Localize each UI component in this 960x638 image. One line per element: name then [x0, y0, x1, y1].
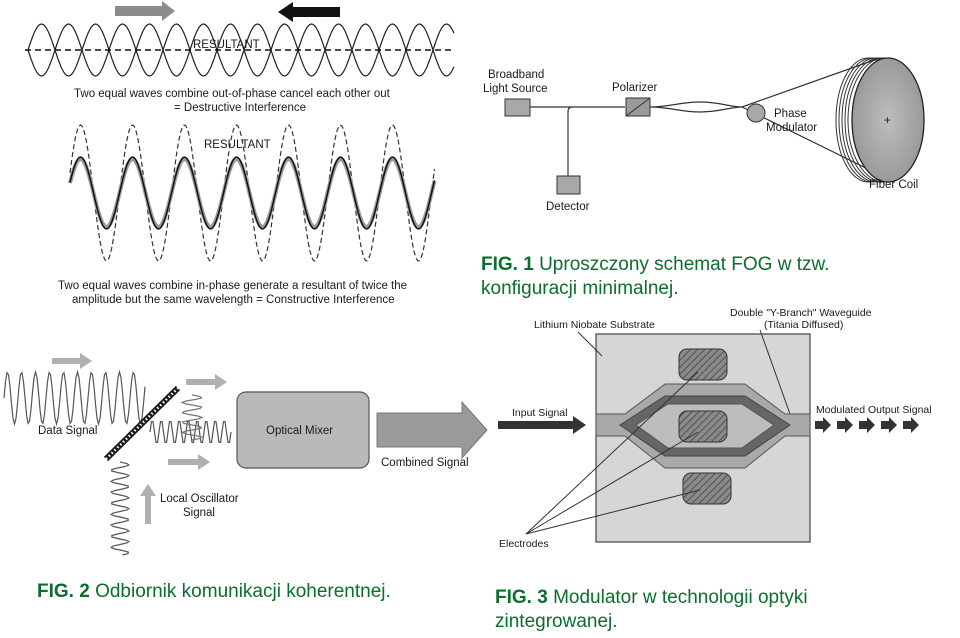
substrate-label: Lithium Niobate Substrate	[534, 319, 655, 331]
input-signal-label: Input Signal	[512, 407, 567, 419]
constructive-caption-line-2: amplitude but the same wavelength = Cons…	[72, 294, 395, 306]
fig2-caption: FIG. 2 Odbiornik komunikacji koherentnej…	[37, 581, 391, 602]
fog-panel: Broadband Light Source Detector Polarize…	[481, 57, 925, 299]
phase-modulator-circle	[746, 103, 766, 123]
data-signal-arrow-icon	[52, 353, 92, 369]
constructive-wave-dashed	[69, 124, 436, 262]
combined-signal-label: Combined Signal	[381, 457, 469, 469]
electrode-center	[678, 410, 728, 443]
phase-modulator-label-2: Modulator	[766, 122, 817, 134]
electrode-pointer-2	[525, 431, 699, 535]
waveguide-label-2: (Titania Diffused)	[764, 319, 843, 331]
arrow-left-icon	[278, 2, 340, 22]
reflected-signal-wave	[180, 394, 204, 441]
local-oscillator-arrow-icon	[140, 484, 156, 524]
detector-box	[556, 175, 581, 195]
fiber-to-detector	[567, 106, 573, 176]
data-signal-label: Data Signal	[38, 425, 97, 437]
waveguide-label-1: Double "Y-Branch" Waveguide	[730, 307, 872, 319]
light-source-box	[504, 98, 531, 117]
electrode-bottom	[682, 472, 732, 505]
beam-splitter-hatch	[105, 387, 179, 460]
fiber-coil-label: Fiber Coil	[869, 179, 918, 191]
destructive-caption-line-2: = Destructive Interference	[174, 102, 306, 114]
detector-label: Detector	[546, 201, 590, 213]
output-arrow-icon-2	[837, 417, 853, 433]
constructive-wave-resultant	[69, 156, 436, 230]
constructive-resultant-label: RESULTANT	[204, 139, 271, 151]
waveguide-pointer	[759, 329, 791, 415]
light-source-label-2: Light Source	[483, 83, 548, 95]
beam-splitter	[103, 385, 181, 462]
output-arrow-icon-1	[815, 417, 831, 433]
local-oscillator-wave	[109, 461, 131, 556]
interference-panel: RESULTANT Two equal waves combine out-of…	[25, 1, 455, 306]
destructive-resultant-label: RESULTANT	[193, 39, 260, 51]
destructive-caption-line-1: Two equal waves combine out-of-phase can…	[74, 88, 391, 100]
input-signal-arrow-icon	[498, 416, 586, 434]
substrate-pointer	[577, 331, 603, 357]
fig3-caption-line-1: FIG. 3 Modulator w technologii optyki	[495, 587, 808, 608]
fig1-caption-line-2: konfiguracji minimalnej.	[481, 278, 678, 299]
local-oscillator-label-2: Signal	[183, 507, 215, 519]
phase-modulator-label-1: Phase	[774, 108, 807, 120]
optical-mixer-label: Optical Mixer	[266, 425, 333, 437]
fig1-caption-line-1: FIG. 1 Uproszczony schemat FOG w tzw.	[481, 254, 829, 275]
combined-signal-arrow-icon	[376, 400, 488, 460]
electrode-pointer-3	[525, 489, 701, 535]
fiber-coil	[835, 57, 925, 183]
data-signal-wave	[3, 369, 146, 427]
polarizer-label: Polarizer	[612, 82, 658, 94]
mixed-signal-wave	[149, 421, 232, 443]
constructive-caption-line-1: Two equal waves combine in-phase generat…	[58, 280, 407, 292]
destructive-wave-b	[27, 23, 455, 77]
fig3-caption-line-2: zintegrowanej.	[495, 611, 618, 632]
fiber-loop-lower	[741, 106, 881, 176]
output-arrow-icon-3	[859, 417, 875, 433]
fiber-coupler	[649, 101, 743, 113]
electrode-pointer-1	[525, 371, 699, 535]
polarizer-slash	[625, 97, 651, 117]
output-arrow-icon-5	[903, 417, 919, 433]
fiber-coil-center-mark: +	[884, 115, 891, 127]
optical-mixer-box	[236, 391, 370, 469]
fiber-loop-upper	[741, 57, 881, 108]
modulator-panel: Lithium Niobate Substrate Double "Y-Bran…	[495, 307, 932, 632]
arrow-right-icon	[115, 1, 175, 21]
light-source-label-1: Broadband	[488, 69, 544, 81]
receiver-panel: Data Signal Local Oscillator Signal Opti…	[3, 353, 488, 602]
output-signal-arrows	[815, 417, 919, 433]
local-oscillator-label-1: Local Oscillator	[160, 493, 239, 505]
electrode-top	[678, 348, 728, 381]
output-signal-label: Modulated Output Signal	[816, 404, 932, 416]
electrodes-label: Electrodes	[499, 538, 549, 550]
reflected-arrow-icon	[186, 374, 227, 390]
output-arrow-icon-4	[881, 417, 897, 433]
mixed-arrow-icon	[168, 454, 210, 470]
destructive-wave-a	[27, 23, 455, 77]
